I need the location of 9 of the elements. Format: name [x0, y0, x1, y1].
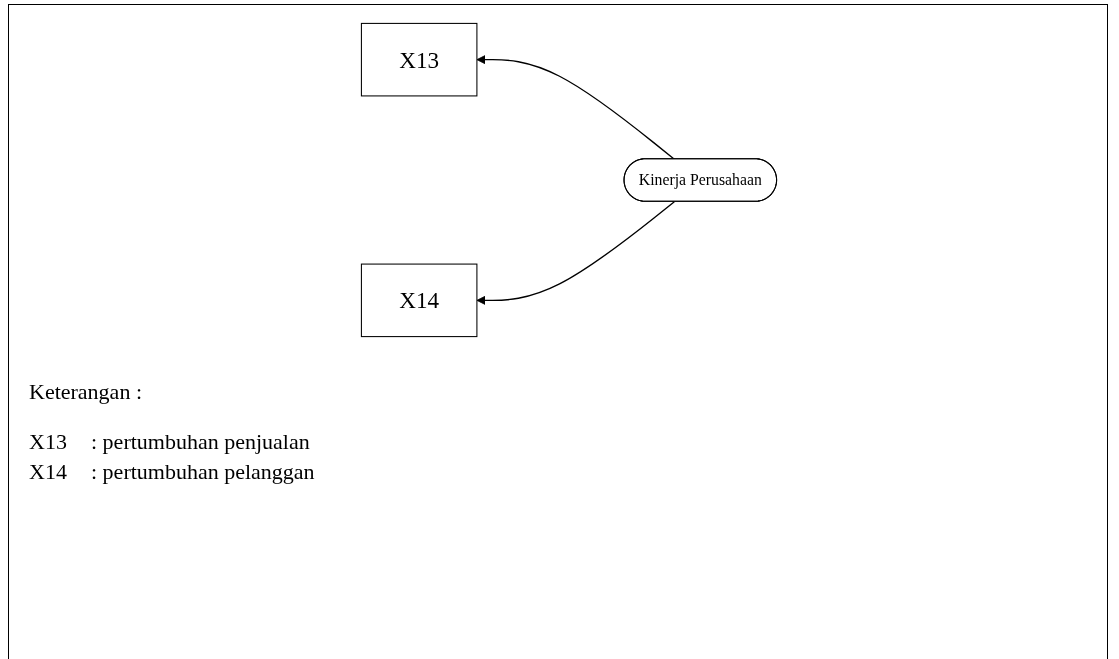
- variable-code: X13: [29, 429, 68, 455]
- variable-description: : pertumbuhan pelanggan: [91, 459, 315, 485]
- variable-description: : pertumbuhan penjualan: [91, 429, 310, 455]
- legend-heading: Keterangan :: [29, 379, 142, 405]
- node-box: X14: [360, 263, 478, 338]
- arrow: [476, 201, 676, 305]
- node-box: X13: [360, 22, 478, 97]
- variable-code: X14: [29, 459, 68, 485]
- arrow: [476, 55, 676, 160]
